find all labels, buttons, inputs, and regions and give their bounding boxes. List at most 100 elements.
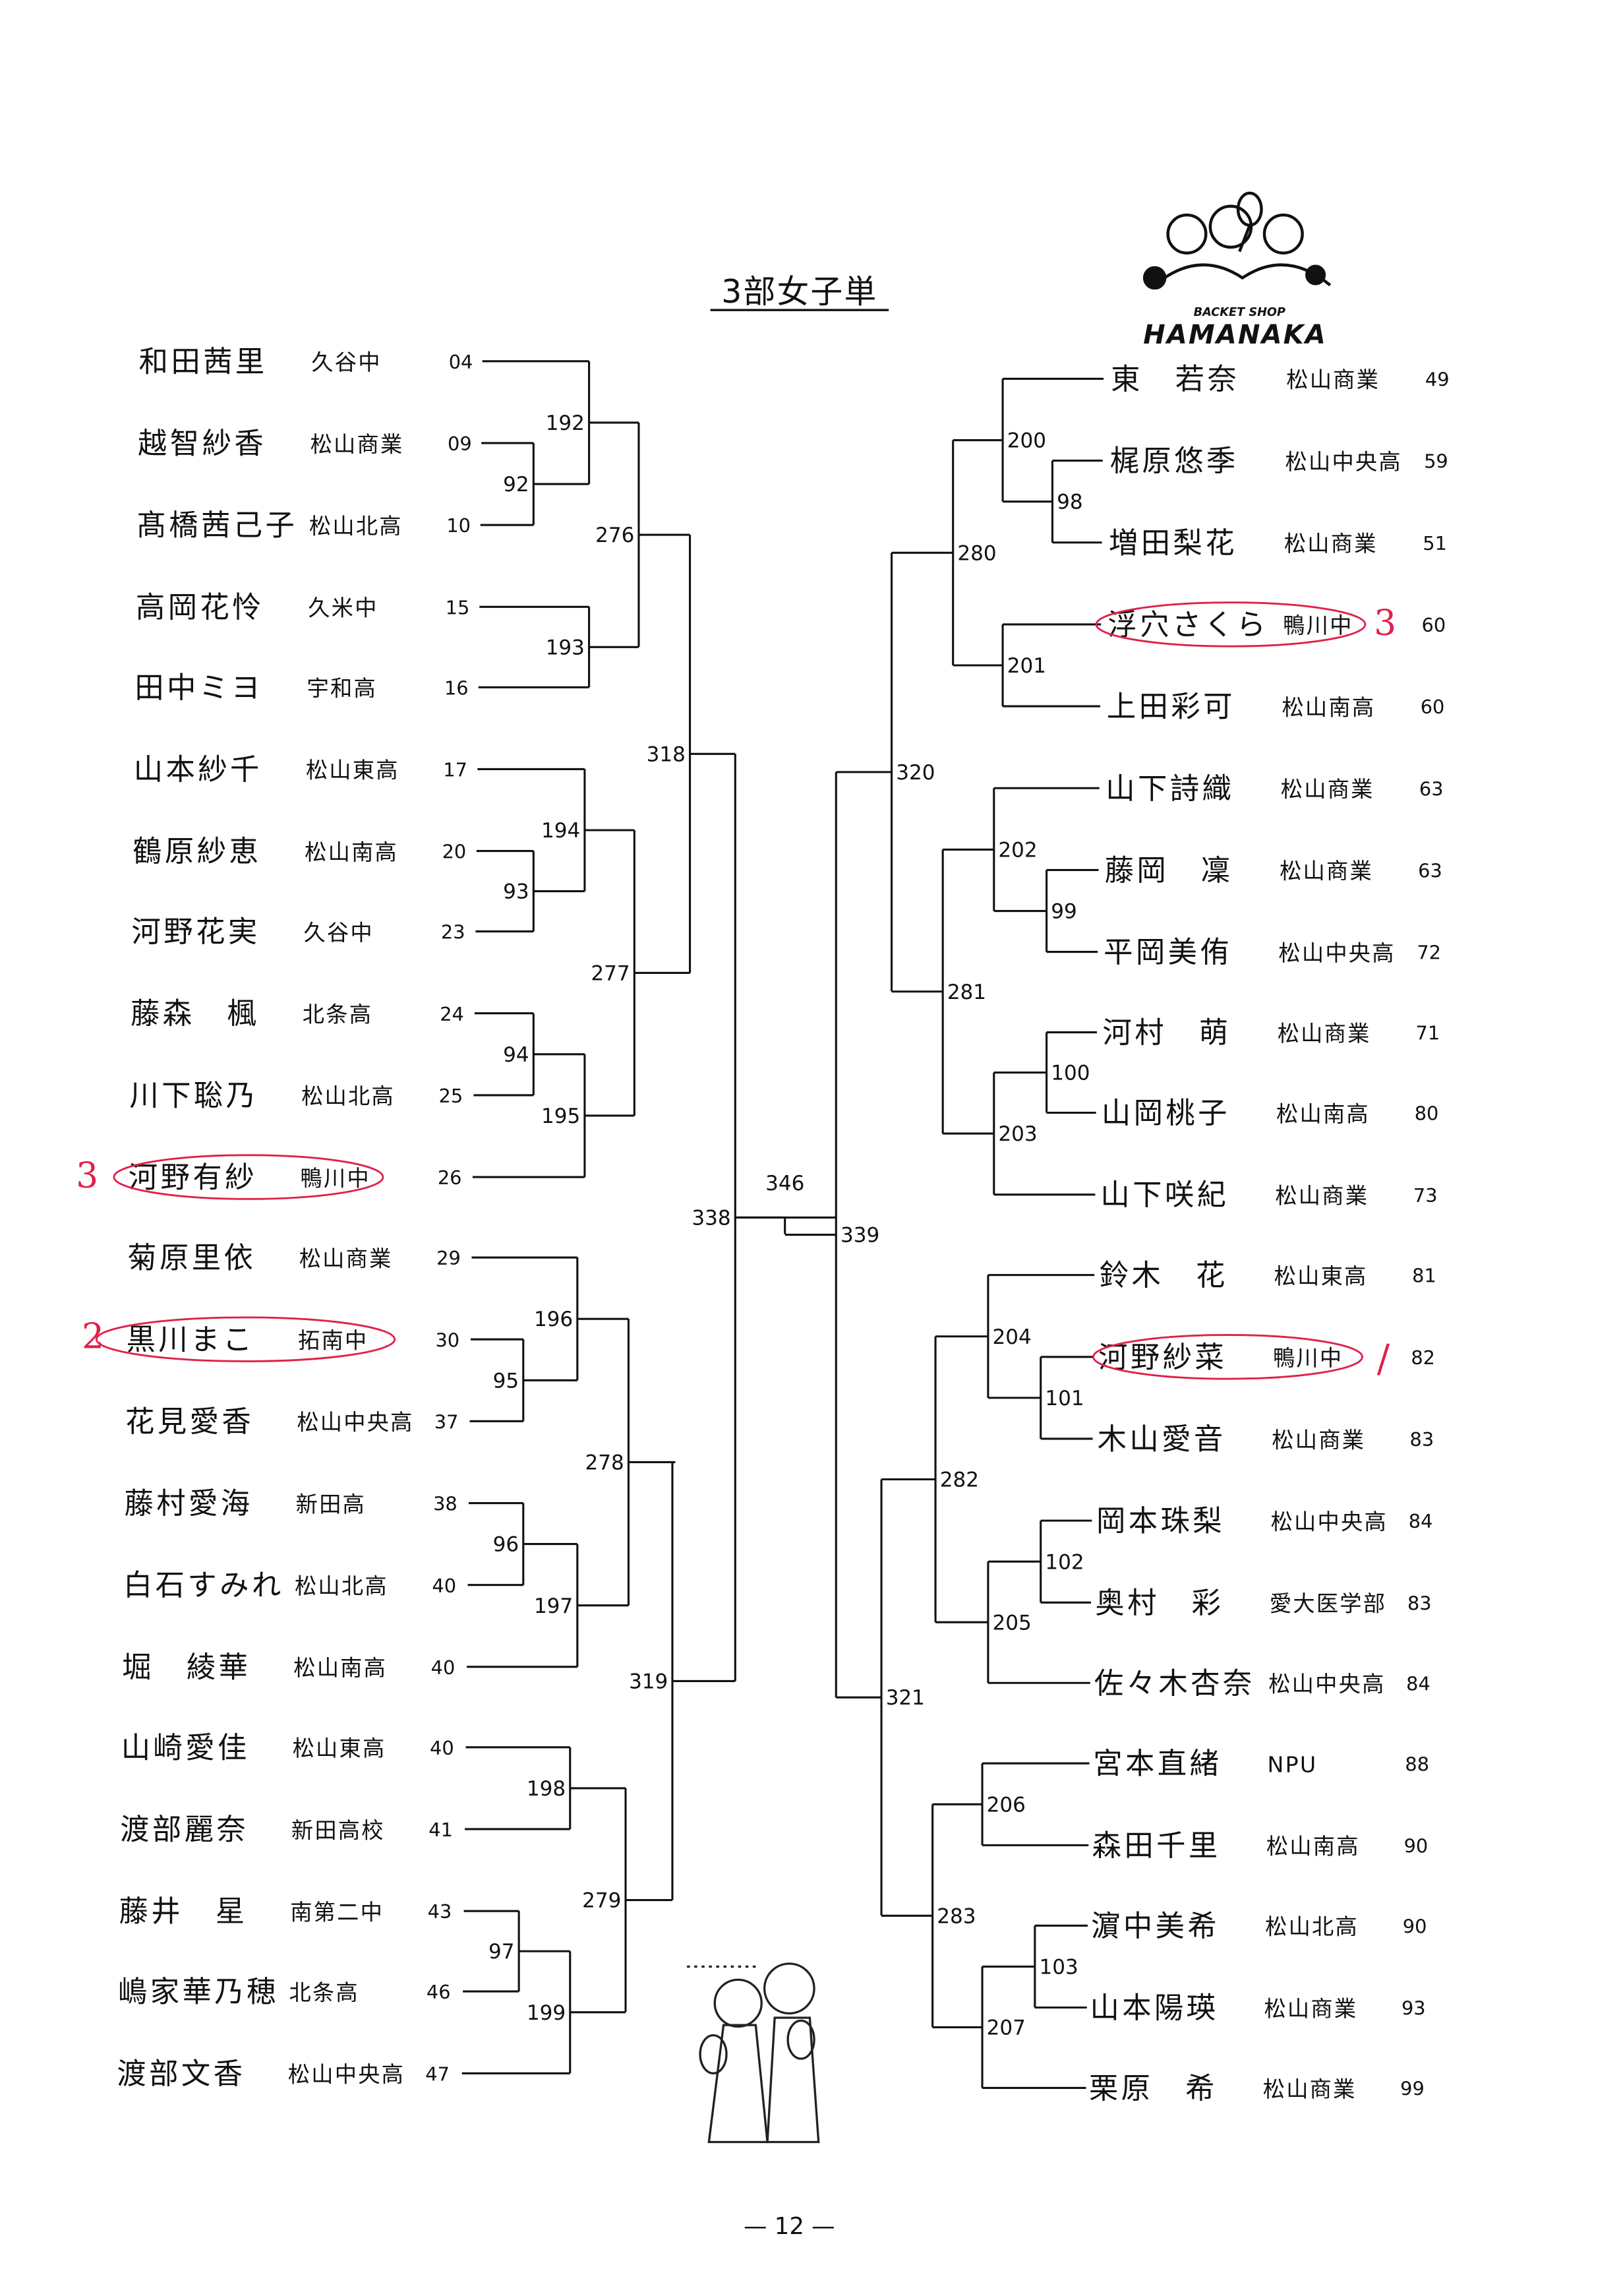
player-seed: 59 <box>1424 450 1448 473</box>
player-name: 浮穴さくら <box>1107 608 1268 642</box>
match-number: 281 <box>947 981 986 1004</box>
rank-mark: 3 <box>1374 602 1396 643</box>
player-seed: 41 <box>428 1819 453 1841</box>
player-seed: 20 <box>442 841 467 863</box>
match-number: 204 <box>993 1325 1032 1349</box>
player-seed: 72 <box>1417 942 1441 964</box>
player-name: 高岡花怜 <box>136 591 264 624</box>
player-team: 松山南高 <box>305 839 398 865</box>
match-number: 202 <box>998 838 1037 862</box>
player-name: 梶原悠季 <box>1110 444 1239 478</box>
player-team: 松山商業 <box>1278 1021 1371 1046</box>
player-seed: 82 <box>1411 1346 1435 1369</box>
player-seed: 83 <box>1407 1592 1432 1614</box>
player-team: 松山南高 <box>1282 694 1375 720</box>
logo-line1: BACKET SHOP <box>1194 306 1285 319</box>
player-name: 田中ミヨ <box>134 671 263 705</box>
player-name: 渡部文香 <box>117 2057 245 2091</box>
player-seed: 84 <box>1409 1510 1433 1532</box>
player-name: 鈴木 花 <box>1100 1259 1228 1292</box>
match-number: 283 <box>937 1904 976 1928</box>
player-team: 松山東高 <box>306 758 399 783</box>
player-name: 嶋家華乃穂 <box>118 1976 279 2009</box>
player-team: 新田高 <box>296 1492 366 1517</box>
player-team: 松山中央高 <box>1271 1509 1388 1534</box>
player-name: 東 若奈 <box>1111 363 1239 396</box>
match-number: 321 <box>886 1686 925 1710</box>
player-team: 愛大医学部 <box>1270 1591 1386 1617</box>
match-number: 319 <box>629 1670 668 1694</box>
rank-mark: 2 <box>82 1315 104 1356</box>
match-number: 203 <box>998 1122 1037 1146</box>
rank-mark: 3 <box>76 1155 98 1196</box>
player-name: 山崎愛佳 <box>121 1731 250 1765</box>
player-seed: 51 <box>1423 532 1447 555</box>
player-name: 藤村愛海 <box>124 1487 252 1521</box>
player-name: 越智紗香 <box>138 427 266 460</box>
player-name: 河野有紗 <box>129 1161 257 1195</box>
player-name: 菊原里依 <box>127 1242 256 1275</box>
player-team: 松山北高 <box>301 1083 395 1109</box>
player-seed: 17 <box>443 759 467 781</box>
match-number: 196 <box>534 1308 573 1331</box>
match-number: 197 <box>534 1594 573 1618</box>
player-name: 増田梨花 <box>1109 526 1237 560</box>
match-number: 100 <box>1051 1062 1090 1085</box>
match-number: 320 <box>896 761 935 785</box>
player-seed: 23 <box>441 921 465 944</box>
match-number: 94 <box>503 1043 529 1067</box>
player-name: 山下咲紀 <box>1100 1178 1229 1212</box>
match-number: 318 <box>647 742 686 766</box>
player-seed: 73 <box>1413 1184 1438 1207</box>
player-team: 松山商業 <box>1264 1996 1357 2022</box>
player-name: 森田千里 <box>1092 1829 1221 1863</box>
player-seed: 93 <box>1401 1997 1426 2020</box>
player-team: 松山中央高 <box>1278 940 1395 966</box>
page-title: 3部女子単 <box>721 273 877 311</box>
player-team: 松山商業 <box>1284 531 1378 557</box>
player-seed: 90 <box>1404 1834 1429 1857</box>
circled-player-annotation <box>95 1316 396 1362</box>
player-team: 新田高校 <box>291 1817 385 1843</box>
player-name: 木山愛音 <box>1098 1422 1226 1456</box>
player-seed: 10 <box>446 514 471 537</box>
player-name: 白石すみれ <box>123 1569 284 1602</box>
player-team: 久谷中 <box>303 920 373 946</box>
rank-mark: / <box>1377 1336 1390 1381</box>
match-number: 279 <box>582 1889 621 1913</box>
player-team: 松山東高 <box>293 1736 386 1761</box>
player-team: 鴨川中 <box>300 1165 370 1191</box>
match-number: 93 <box>503 880 529 904</box>
match-number: 206 <box>987 1793 1026 1817</box>
player-name: 藤森 楓 <box>131 997 259 1031</box>
player-seed: 49 <box>1425 368 1450 390</box>
player-seed: 37 <box>434 1410 459 1433</box>
match-number: 201 <box>1007 654 1046 678</box>
player-seed: 16 <box>444 677 469 699</box>
player-seed: 09 <box>448 433 472 455</box>
match-number: 339 <box>840 1224 879 1248</box>
player-seed: 26 <box>438 1166 462 1189</box>
player-seed: 63 <box>1418 860 1442 882</box>
match-number: 338 <box>692 1207 730 1230</box>
shop-logo: BACKET SHOP HAMANAKA <box>1142 191 1332 350</box>
player-seed: 04 <box>449 351 473 373</box>
player-seed: 81 <box>1412 1265 1436 1287</box>
page-number: — 12 — <box>744 2213 835 2240</box>
player-team: 松山商業 <box>1272 1427 1365 1453</box>
player-seed: 25 <box>439 1085 463 1107</box>
player-name: 栗原 希 <box>1089 2072 1218 2105</box>
match-number: 205 <box>993 1611 1032 1635</box>
match-number: 195 <box>541 1104 580 1128</box>
player-name: 河野花実 <box>132 915 260 949</box>
match-number: 280 <box>957 541 996 565</box>
match-number: 97 <box>488 1940 515 1964</box>
player-team: 松山中央高 <box>1285 449 1402 475</box>
match-number: 92 <box>503 473 529 497</box>
player-team: 鴨川中 <box>1283 613 1353 638</box>
player-seed: 43 <box>428 1900 452 1923</box>
player-team: 久米中 <box>308 595 378 621</box>
player-team: 宇和高 <box>307 676 377 702</box>
cartoon-players-icon <box>1142 191 1332 290</box>
